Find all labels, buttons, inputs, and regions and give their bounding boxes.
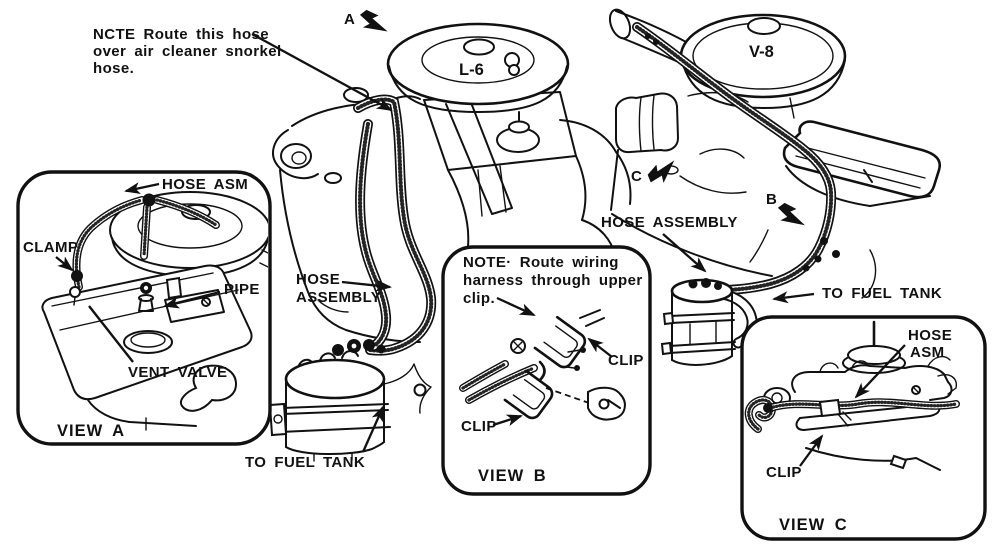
marker-c-arrow (644, 154, 682, 189)
view-a-clamp (71, 270, 83, 282)
view-c-panel: HOSE ASM CLIP VIEW C (740, 315, 987, 541)
view-b-note-line-2: harness through upper (463, 272, 643, 289)
marker-c-label: C (631, 168, 642, 185)
view-b-note-line-1: NOTE· Route wiring (463, 254, 619, 271)
view-a-oil-cap (123, 330, 173, 354)
view-a-panel: HOSE ASM CLAMP PIPE VENT VALVE VIEW A (16, 170, 272, 446)
view-marker-b: B (766, 191, 810, 235)
v8-snorkel-opening (608, 8, 632, 40)
view-a-clamp-label: CLAMP (23, 239, 78, 256)
v8-engine-sketch: V-8 (608, 8, 942, 299)
v8-hose-assembly-callout: HOSE ASSEMBLY (601, 214, 738, 273)
hose-clip-dot (802, 264, 810, 272)
v8-engine-label: V-8 (749, 43, 774, 61)
svg-text:TO FUEL TANK: TO FUEL TANK (822, 285, 942, 302)
view-a-tee-fitting (142, 193, 156, 207)
marker-a-label: A (344, 11, 355, 28)
view-c-fuel-pipe (805, 447, 941, 471)
view-c-clip-label: CLIP (766, 464, 802, 481)
l6-engine-sketch: L-6 (272, 22, 632, 343)
view-b-caption: VIEW B (478, 467, 547, 485)
view-b-box (441, 245, 652, 496)
hose-fitting (376, 344, 386, 354)
view-c-hose-asm-line-2: ASM (910, 344, 945, 361)
note-leader-arrow (251, 32, 393, 112)
v8-hose-assembly (637, 27, 840, 290)
hose-clip-dot (832, 250, 840, 258)
view-c-caption: VIEW C (779, 516, 848, 534)
view-b-note-line-3: clip. (463, 290, 495, 307)
view-a-pipe-label: PIPE (224, 281, 260, 298)
l6-to-fuel-tank-callout: TO FUEL TANK (245, 405, 385, 471)
hose-clip-dot (820, 237, 828, 245)
view-b-panel: NOTE· Route wiring harness through upper… (441, 245, 652, 496)
hose-fitting (332, 344, 344, 356)
marker-b-arrow (772, 199, 810, 235)
l6-hose-assembly (358, 100, 431, 351)
note-line-2: over air cleaner snorkel (93, 43, 282, 60)
view-marker-c: C (631, 154, 682, 189)
view-a-hose-asm-label: HOSE ASM (162, 176, 248, 193)
view-a-vent-valve-label: VENT VALVE (128, 364, 227, 381)
view-b-clip-lower-label: CLIP (461, 418, 497, 435)
svg-text:HOSE: HOSE (296, 271, 340, 288)
view-c-clip (818, 398, 842, 418)
view-a-art (41, 191, 268, 431)
l6-hose-assembly-callout: HOSE ASSEMBLY (296, 271, 392, 306)
l6-air-cleaner (386, 22, 570, 106)
view-marker-a: A (344, 6, 392, 41)
l6-vapor-canister (268, 339, 432, 462)
marker-a-arrow (355, 6, 392, 41)
l6-engine-label: L-6 (459, 61, 484, 79)
svg-text:ASSEMBLY: ASSEMBLY (296, 289, 381, 306)
v8-vapor-canister (660, 278, 752, 366)
view-c-hose-asm-line-1: HOSE (908, 327, 952, 344)
v8-valve-cover (782, 120, 942, 199)
canister-bracket (268, 402, 288, 437)
note-line-1: NCTE Route this hose (93, 26, 269, 43)
hose-fitting (363, 339, 375, 351)
view-b-alignment-dashes (545, 387, 593, 405)
v8-to-fuel-tank-callout: TO FUEL TANK (772, 285, 942, 304)
view-a-caption: VIEW A (57, 422, 125, 440)
svg-text:HOSE ASSEMBLY: HOSE ASSEMBLY (601, 214, 738, 231)
hose-clip-dot (814, 255, 822, 263)
marker-b-label: B (766, 191, 777, 208)
note-line-3: hose. (93, 60, 134, 77)
view-a-boot (180, 364, 238, 412)
top-routing-note: NCTE Route this hose over air cleaner sn… (93, 26, 393, 112)
svg-text:TO FUEL TANK: TO FUEL TANK (245, 454, 365, 471)
view-b-clip-upper-label: CLIP (608, 352, 644, 369)
